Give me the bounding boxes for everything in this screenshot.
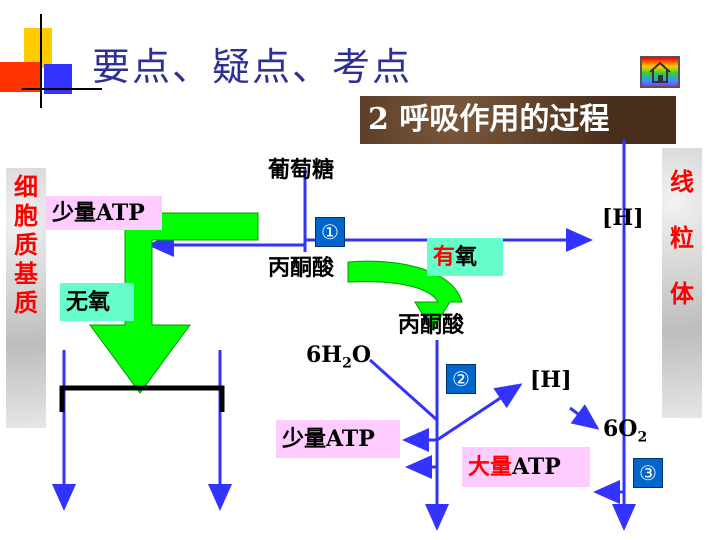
water-label: 6H2O: [306, 342, 372, 372]
pyruvate-label-1: 丙酮酸: [268, 255, 335, 281]
large-atp-box: 大量ATP: [462, 447, 590, 487]
step-2-marker: ②: [446, 364, 476, 394]
bracket: [59, 385, 225, 412]
step-1-marker: ①: [315, 217, 345, 247]
anaerobic-box: 无氧: [60, 283, 134, 321]
anaerobic-green-arrow: [89, 212, 259, 394]
corner-decoration: [0, 0, 102, 110]
cytoplasm-matrix-panel: 细胞质基质: [6, 168, 46, 428]
mitochondria-panel: 线粒体: [662, 148, 702, 418]
hydrogen-label-top: [H]: [602, 205, 644, 231]
aerobic-curved-arrow: [347, 260, 463, 331]
pyruvate-label-2: 丙酮酸: [398, 312, 465, 338]
step-3-marker: ③: [633, 458, 663, 488]
glucose-label: 葡萄糖: [268, 157, 335, 183]
cytoplasm-matrix-label: 细胞质基质: [14, 172, 38, 317]
h-to-oxygen-arrow: [569, 404, 600, 430]
section-banner: 2 呼吸作用的过程: [360, 96, 676, 144]
page-title: 要点、疑点、考点: [92, 45, 413, 89]
mitochondria-label: 线粒体: [670, 167, 694, 308]
oxygen-label: 6O2: [603, 416, 648, 446]
aerobic-box: 有氧: [427, 238, 503, 276]
small-atp-box-2: 少量ATP: [276, 420, 400, 458]
house-icon[interactable]: [640, 56, 680, 88]
small-atp-box-1: 少量ATP: [46, 196, 162, 230]
hydrogen-label-mid: [H]: [530, 367, 572, 393]
water-arrow: [368, 358, 439, 422]
to-h-mid-arrow: [436, 383, 523, 442]
